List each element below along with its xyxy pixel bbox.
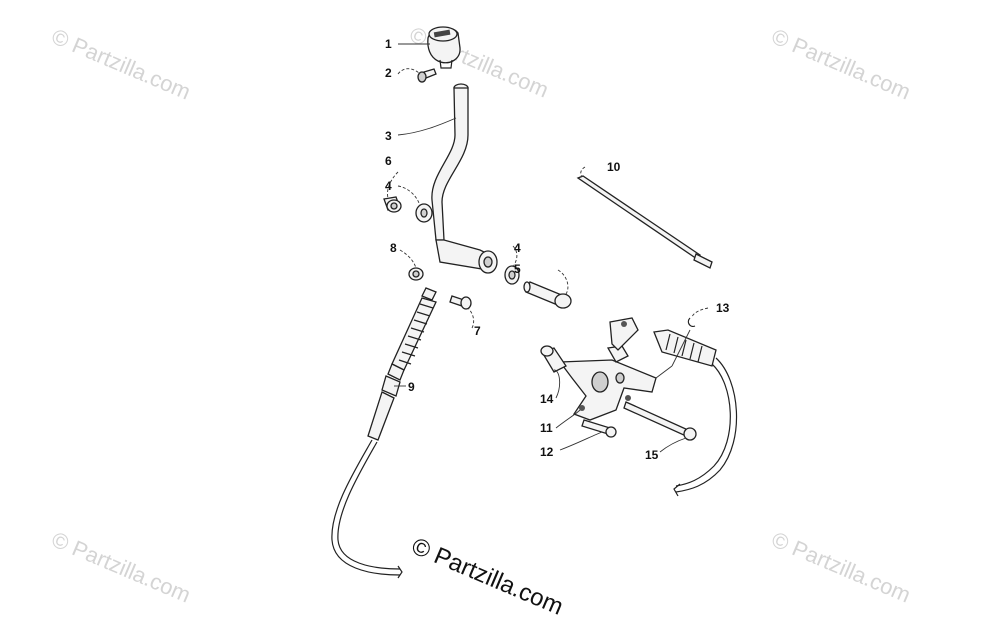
callout-labels: 1 2 3 6 4 10 8 4 5 13 7 9 14 11 12 15 bbox=[385, 37, 730, 462]
cable-bolt bbox=[449, 295, 472, 310]
watermark-bottom-right: © Partzilla.com bbox=[768, 527, 914, 608]
washer-lower bbox=[504, 265, 520, 285]
watermark-top-center: © Partzilla.com bbox=[406, 22, 552, 103]
callout-3: 3 bbox=[385, 129, 392, 143]
watermark-main: © Partzilla.com bbox=[408, 533, 567, 621]
callout-1: 1 bbox=[385, 37, 392, 51]
callout-4-lower: 4 bbox=[514, 241, 521, 255]
callout-10: 10 bbox=[607, 160, 621, 174]
long-bolt bbox=[623, 401, 697, 441]
shift-cable bbox=[331, 287, 437, 579]
callout-14: 14 bbox=[540, 392, 554, 406]
bracket-bolt bbox=[581, 419, 617, 438]
retaining-clip bbox=[687, 317, 696, 327]
watermark-top-right: © Partzilla.com bbox=[768, 24, 914, 105]
knob-screw bbox=[417, 68, 437, 83]
cable-tie bbox=[576, 175, 713, 269]
callout-7: 7 bbox=[474, 324, 481, 338]
callout-15: 15 bbox=[645, 448, 659, 462]
pivot-bolt bbox=[523, 281, 572, 309]
callout-4-upper: 4 bbox=[385, 179, 392, 193]
callout-11: 11 bbox=[540, 421, 553, 435]
washer-upper bbox=[415, 203, 433, 223]
callout-9: 9 bbox=[408, 380, 415, 394]
shift-bracket-assembly bbox=[540, 317, 738, 497]
pivot-bushing bbox=[383, 196, 402, 213]
shift-lever bbox=[431, 83, 498, 274]
shift-knob bbox=[427, 26, 461, 69]
callout-5: 5 bbox=[514, 262, 521, 276]
callout-2: 2 bbox=[385, 66, 392, 80]
cable-nut bbox=[408, 267, 424, 281]
callout-6: 6 bbox=[385, 154, 392, 168]
callout-13: 13 bbox=[716, 301, 730, 315]
watermark-bottom-left: © Partzilla.com bbox=[48, 527, 194, 608]
leader-lines bbox=[387, 43, 709, 453]
callout-8: 8 bbox=[390, 241, 397, 255]
watermark-group: © Partzilla.com © Partzilla.com © Partzi… bbox=[48, 22, 914, 608]
watermark-top-left: © Partzilla.com bbox=[48, 24, 194, 105]
callout-12: 12 bbox=[540, 445, 554, 459]
